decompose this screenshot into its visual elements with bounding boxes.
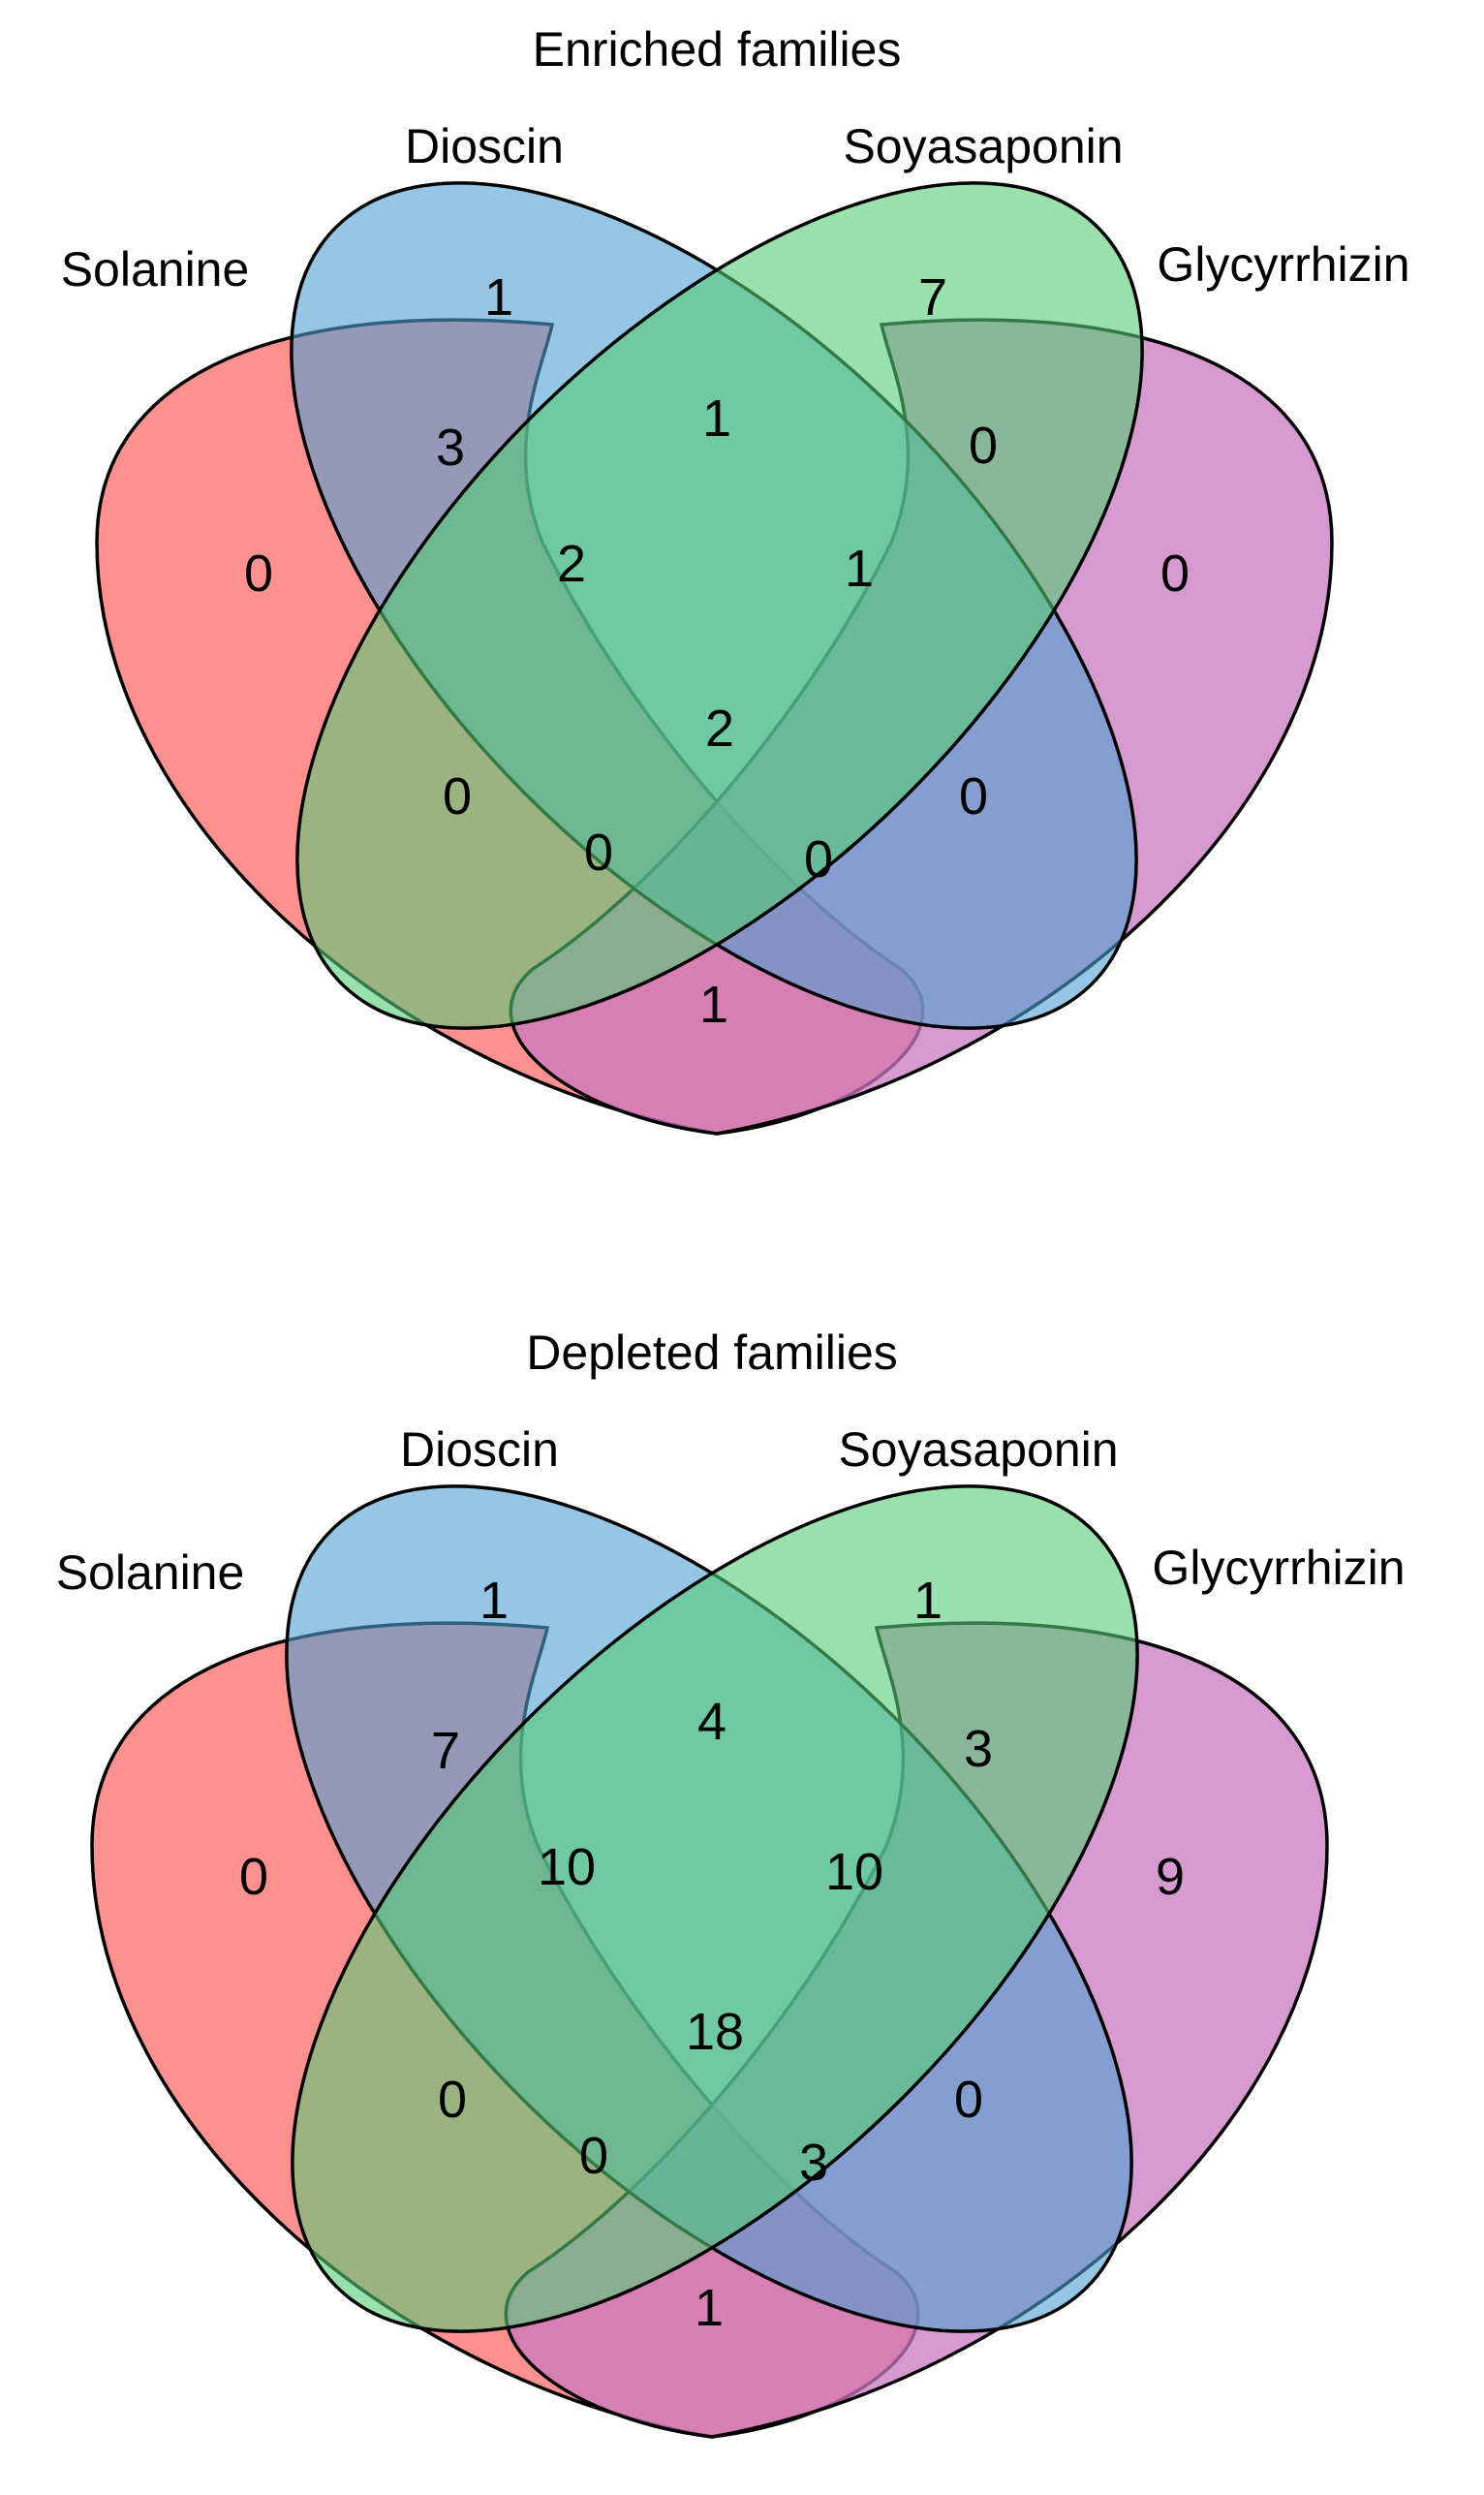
set-label-soyasaponin: Soyasaponin bbox=[843, 119, 1123, 173]
set-label-glycyrrhizin: Glycyrrhizin bbox=[1152, 1541, 1405, 1595]
count-solanine-soyasaponin: 0 bbox=[443, 767, 472, 826]
count-solanine-dioscin: 3 bbox=[436, 419, 465, 477]
count-glycyrrhizin-only: 0 bbox=[1160, 545, 1190, 603]
set-label-solanine: Solanine bbox=[61, 242, 250, 296]
count-solanine-only: 0 bbox=[244, 545, 273, 603]
count-dioscin-soyasaponin: 4 bbox=[697, 1693, 727, 1751]
count-solanine-soyasaponin: 0 bbox=[438, 2071, 467, 2129]
count-dioscin-soyasaponin-glycyrrhizin: 1 bbox=[845, 540, 874, 598]
venn-panel-enriched: Enriched families Solanine Dioscin Soyas… bbox=[61, 22, 1410, 1136]
count-dioscin-only: 1 bbox=[484, 268, 513, 327]
panel-title: Enriched families bbox=[533, 22, 902, 77]
count-dioscin-only: 1 bbox=[479, 1572, 509, 1630]
count-solanine-glycyrrhizin: 1 bbox=[695, 2279, 724, 2337]
count-soyasaponin-only: 1 bbox=[913, 1572, 943, 1630]
count-dioscin-soyasaponin: 1 bbox=[702, 390, 731, 448]
count-dioscin-glycyrrhizin: 0 bbox=[959, 767, 988, 826]
venn-panel-depleted: Depleted families Solanine Dioscin Soyas… bbox=[56, 1325, 1406, 2439]
count-solanine-dioscin-glycyrrhizin: 3 bbox=[799, 2134, 828, 2192]
count-solanine-dioscin-soyasaponin: 2 bbox=[557, 535, 586, 593]
region-counts: 0 1 1 9 7 4 3 10 10 0 0 18 0 3 1 bbox=[239, 1572, 1185, 2337]
set-label-dioscin: Dioscin bbox=[405, 119, 564, 173]
count-all-four: 18 bbox=[686, 2003, 744, 2061]
set-label-solanine: Solanine bbox=[56, 1545, 245, 1600]
count-solanine-glycyrrhizin: 1 bbox=[699, 976, 728, 1034]
set-label-dioscin: Dioscin bbox=[400, 1422, 559, 1477]
count-glycyrrhizin-only: 9 bbox=[1156, 1848, 1185, 1906]
count-solanine-soyasaponin-glycyrrhizin: 0 bbox=[579, 2127, 608, 2185]
count-solanine-only: 0 bbox=[239, 1848, 268, 1906]
panel-title: Depleted families bbox=[526, 1325, 898, 1380]
count-dioscin-soyasaponin-glycyrrhizin: 10 bbox=[825, 1843, 883, 1901]
count-soyasaponin-glycyrrhizin: 3 bbox=[964, 1720, 993, 1778]
region-counts: 0 1 7 0 3 1 0 2 1 0 0 2 0 0 1 bbox=[244, 268, 1190, 1034]
count-solanine-dioscin-soyasaponin: 10 bbox=[538, 1838, 596, 1896]
count-dioscin-glycyrrhizin: 0 bbox=[954, 2071, 983, 2129]
set-shape-soyasaponin bbox=[295, 181, 1144, 1030]
set-shape-soyasaponin bbox=[291, 1484, 1139, 2333]
count-soyasaponin-glycyrrhizin: 0 bbox=[969, 417, 998, 475]
count-solanine-soyasaponin-glycyrrhizin: 0 bbox=[584, 824, 613, 882]
set-label-glycyrrhizin: Glycyrrhizin bbox=[1157, 237, 1409, 292]
count-all-four: 2 bbox=[705, 700, 734, 758]
count-solanine-dioscin-glycyrrhizin: 0 bbox=[804, 830, 833, 889]
count-solanine-dioscin: 7 bbox=[431, 1722, 460, 1780]
count-soyasaponin-only: 7 bbox=[918, 268, 947, 327]
set-label-soyasaponin: Soyasaponin bbox=[838, 1422, 1118, 1477]
